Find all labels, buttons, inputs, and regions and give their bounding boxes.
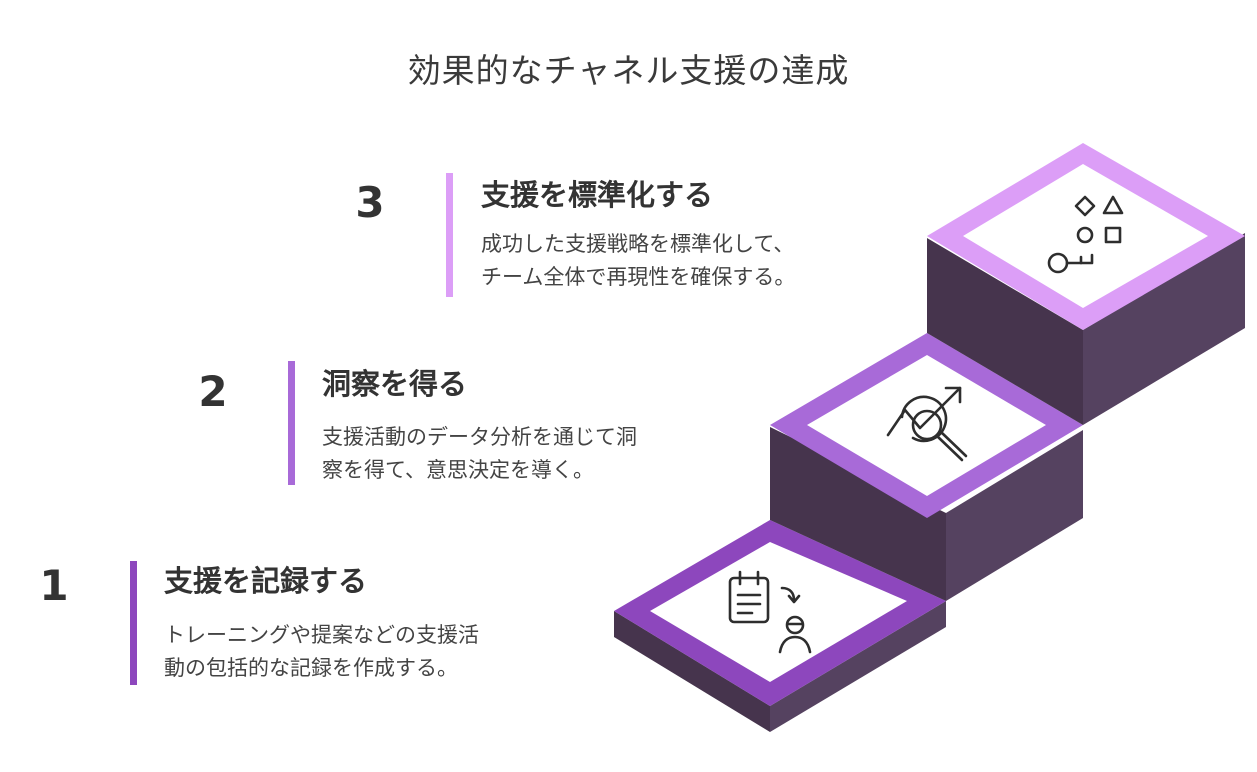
step-3-heading: 支援を標準化する: [481, 178, 714, 212]
step-3-desc-line-1: 成功した支援戦略を標準化して、: [481, 232, 795, 256]
step-2-number: 2: [198, 367, 228, 416]
step-3-accent-bar: [446, 173, 453, 297]
step-2-desc-line-2: 察を得て、意思決定を導く。: [322, 458, 594, 482]
step-1-description: トレーニングや提案などの支援活 動の包括的な記録を作成する。: [164, 619, 479, 685]
shapes-key-icon: [1047, 195, 1124, 274]
step-3-block: [927, 143, 1245, 330]
step-2-heading: 洞察を得る: [322, 367, 468, 401]
step-1-desc-line-1: トレーニングや提案などの支援活: [164, 623, 479, 647]
step-2-desc-line-1: 支援活動のデータ分析を通じて洞: [322, 425, 637, 449]
trend-magnifier-icon: [886, 386, 968, 462]
step-1-desc-line-2: 動の包括的な記録を作成する。: [164, 656, 458, 680]
step-3-description: 成功した支援戦略を標準化して、 チーム全体で再現性を確保する。: [481, 228, 795, 294]
step-1-block: [614, 520, 946, 732]
step-2-accent-bar: [288, 361, 295, 485]
step-1-accent-bar: [130, 561, 137, 685]
step-2-description: 支援活動のデータ分析を通じて洞 察を得て、意思決定を導く。: [322, 421, 637, 487]
clipboard-person-icon: [728, 570, 812, 654]
step-3-desc-line-2: チーム全体で再現性を確保する。: [481, 265, 796, 289]
riser-1-2: [770, 427, 1083, 601]
riser-2-3: [927, 233, 1245, 425]
page-title: 効果的なチャネル支援の達成: [407, 51, 850, 90]
step-3-number: 3: [355, 178, 385, 227]
step-1-heading: 支援を記録する: [164, 564, 368, 598]
step-2-block: [770, 333, 1083, 518]
step-1-number: 1: [39, 561, 69, 610]
